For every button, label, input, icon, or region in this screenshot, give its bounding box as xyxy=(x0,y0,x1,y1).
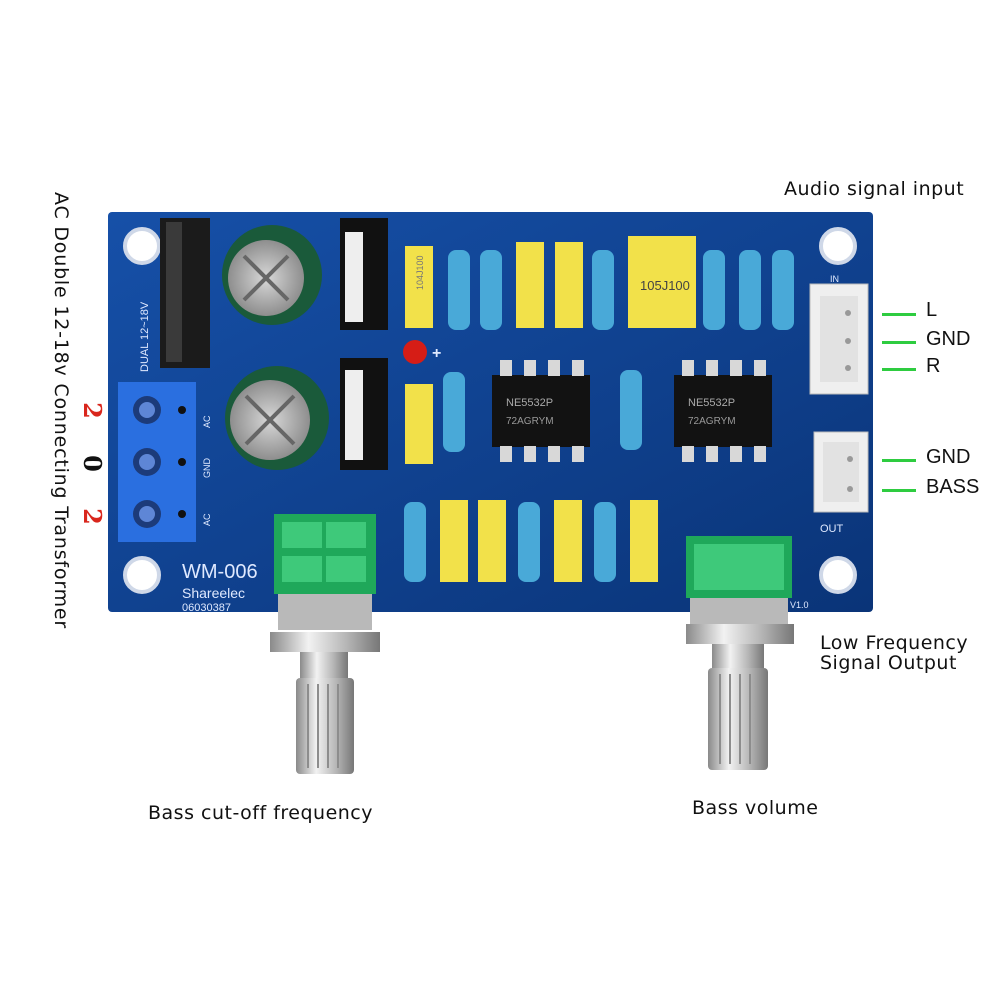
wire-bass xyxy=(882,489,916,492)
film-capacitors-top xyxy=(405,236,696,328)
terminal-label-ac-top: AC xyxy=(202,415,212,428)
regulator-block xyxy=(160,218,210,368)
opamp-chip-right xyxy=(674,360,772,462)
power-led xyxy=(403,340,427,364)
low-freq-annotation-line1: Low Frequency xyxy=(820,632,969,654)
wire-r xyxy=(882,368,916,371)
voltage-silk: DUAL 12~18V xyxy=(139,301,151,372)
terminal-label-ac-bottom: AC xyxy=(202,513,212,526)
mounting-holes xyxy=(123,227,857,594)
version-silk: V1.0 xyxy=(790,600,809,610)
bass-cutoff-annotation: Bass cut-off frequency xyxy=(148,802,374,824)
wire-gnd-in xyxy=(882,341,916,344)
power-annotation: AC Double 12-18v Connecting Transformer xyxy=(50,192,72,630)
audio-input-annotation: Audio signal input xyxy=(784,178,965,200)
input-connector xyxy=(809,283,869,395)
low-freq-annotation-line2: Signal Output xyxy=(820,652,957,674)
model-silk: WM-006 xyxy=(182,561,258,583)
chip-right-code: 72AGRYM xyxy=(688,416,736,427)
rectifier-ic-top xyxy=(340,218,388,330)
pin-label-bass: BASS xyxy=(926,476,980,498)
rectifier-ic-bottom xyxy=(340,358,388,470)
electrolytic-capacitor-bottom xyxy=(225,366,329,470)
serial-silk: 06030387 xyxy=(182,602,231,614)
chip-left-label: NE5532P xyxy=(506,397,553,409)
in-label: IN xyxy=(830,274,839,284)
bass-volume-annotation: Bass volume xyxy=(692,797,819,819)
chip-left-code: 72AGRYM xyxy=(506,416,554,427)
pin-label-gnd-out: GND xyxy=(926,446,971,468)
terminal-label-gnd: GND xyxy=(202,458,212,479)
bass-cutoff-potentiometer xyxy=(270,514,380,774)
film-cap-small-label: 104J100 xyxy=(415,255,425,290)
pin-label-r: R xyxy=(926,355,941,377)
film-cap-large-label: 105J100 xyxy=(640,278,690,293)
electrolytic-capacitor-top xyxy=(222,225,322,325)
pin-label-l: L xyxy=(926,299,938,321)
pin-label-gnd-in: GND xyxy=(926,328,971,350)
opamp-chip-left xyxy=(492,360,590,462)
resistors xyxy=(404,250,794,582)
brand-silk: Shareelec xyxy=(182,585,245,601)
plus-mark: + xyxy=(432,345,441,362)
chip-right-label: NE5532P xyxy=(688,397,735,409)
wire-gnd-out xyxy=(882,459,916,462)
out-label: OUT xyxy=(820,523,844,535)
wire-l xyxy=(882,313,916,316)
ac-terminal-block xyxy=(118,382,196,542)
bass-volume-potentiometer xyxy=(686,536,794,770)
film-capacitors-bottom xyxy=(405,384,658,582)
output-connector xyxy=(813,431,869,513)
